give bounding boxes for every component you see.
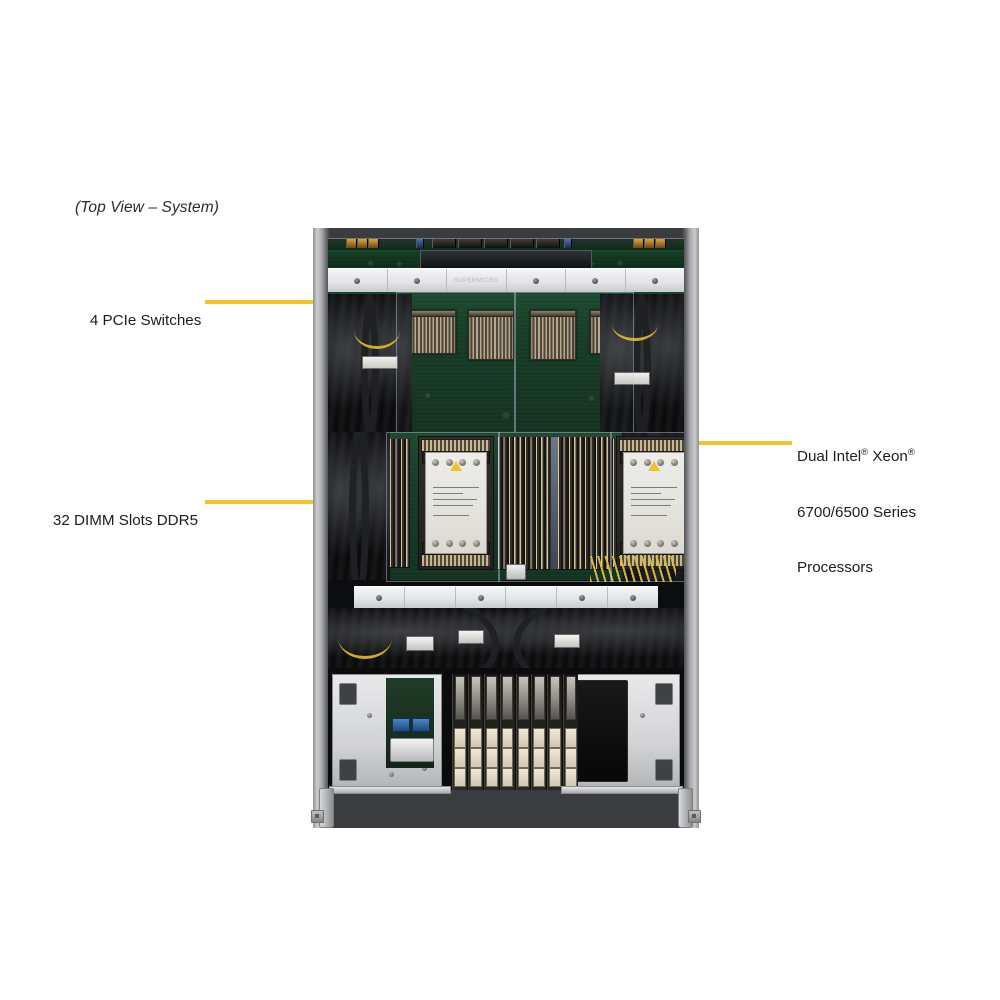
yellow-cable-left-top — [354, 312, 400, 349]
expansion-card — [467, 674, 483, 790]
expansion-card-cage — [452, 674, 578, 790]
cpu-1-instruction-label — [425, 452, 487, 554]
bottom-fan-bar — [354, 586, 658, 610]
pcie-switch-heatsink-3 — [530, 310, 576, 360]
callout-dimm-slots-label: 32 DIMM Slots DDR5 — [52, 511, 199, 529]
vga-port-block — [390, 738, 434, 762]
usb-port-blue-1 — [392, 718, 410, 732]
leader-line-processors — [640, 441, 792, 445]
cable-tag-lower-2 — [458, 630, 484, 644]
pcie-switch-heatsink-2 — [468, 310, 514, 360]
cable-tag-lower — [406, 636, 434, 651]
yellow-cable-right-top — [612, 308, 658, 341]
callout-processors-line-3: Processors — [797, 559, 873, 576]
callout-pcie-switches: 4 PCIe Switches — [73, 293, 201, 349]
rear-io-strip — [328, 238, 684, 251]
dimm-bank-far-left — [390, 438, 410, 568]
rear-connector-block — [420, 250, 592, 270]
dimm-bank-center-right — [558, 436, 610, 570]
white-power-connector — [506, 564, 526, 580]
cpu-2-instruction-label — [623, 452, 684, 554]
expansion-card — [547, 674, 563, 790]
expansion-card — [563, 674, 578, 790]
callout-dimm-slots: 32 DIMM Slots DDR5 — [36, 493, 198, 549]
expansion-card — [515, 674, 531, 790]
rack-ear-left — [311, 788, 334, 828]
warning-triangle-icon — [648, 461, 660, 471]
view-caption: (Top View – System) — [75, 199, 220, 216]
leader-line-dimm-slots — [205, 500, 365, 504]
rack-ear-right — [678, 788, 701, 828]
top-fan-bar: SUPERMICRO — [328, 268, 684, 294]
expansion-card — [452, 674, 467, 790]
cable-tag-left — [362, 356, 398, 369]
front-rail-left — [329, 786, 451, 794]
cable-tag-right — [614, 372, 650, 385]
callout-pcie-switches-label: 4 PCIe Switches — [89, 311, 202, 329]
power-supply-module — [572, 680, 628, 782]
expansion-card — [499, 674, 515, 790]
cable-bundle-left-mid — [328, 432, 390, 580]
pcie-switch-heatsink-1 — [410, 310, 456, 354]
registered-mark-icon: ® — [861, 446, 869, 458]
callout-processors-line-1: Dual Intel® Xeon® — [797, 446, 915, 465]
callout-processors: Dual Intel® Xeon® 6700/6500 Series Proce… — [797, 411, 916, 615]
vendor-watermark: SUPERMICRO — [453, 278, 499, 284]
cpu-module-1 — [418, 436, 494, 570]
cable-tag-lower-3 — [554, 634, 580, 648]
server-chassis-top-view: SUPERMICRO — [311, 228, 701, 828]
callout-processors-line-2: 6700/6500 Series — [797, 503, 917, 521]
warning-triangle-icon — [450, 461, 462, 471]
front-rail-right — [561, 786, 683, 794]
dimm-bank-center-left — [498, 436, 550, 570]
registered-mark-icon: ® — [907, 446, 915, 458]
expansion-card — [483, 674, 499, 790]
cpu-module-2 — [616, 436, 684, 570]
expansion-card — [531, 674, 547, 790]
usb-port-blue-2 — [412, 718, 430, 732]
yellow-power-harness — [590, 556, 676, 582]
chassis-interior: SUPERMICRO — [328, 238, 684, 790]
yellow-cable-lower-left — [338, 616, 392, 659]
